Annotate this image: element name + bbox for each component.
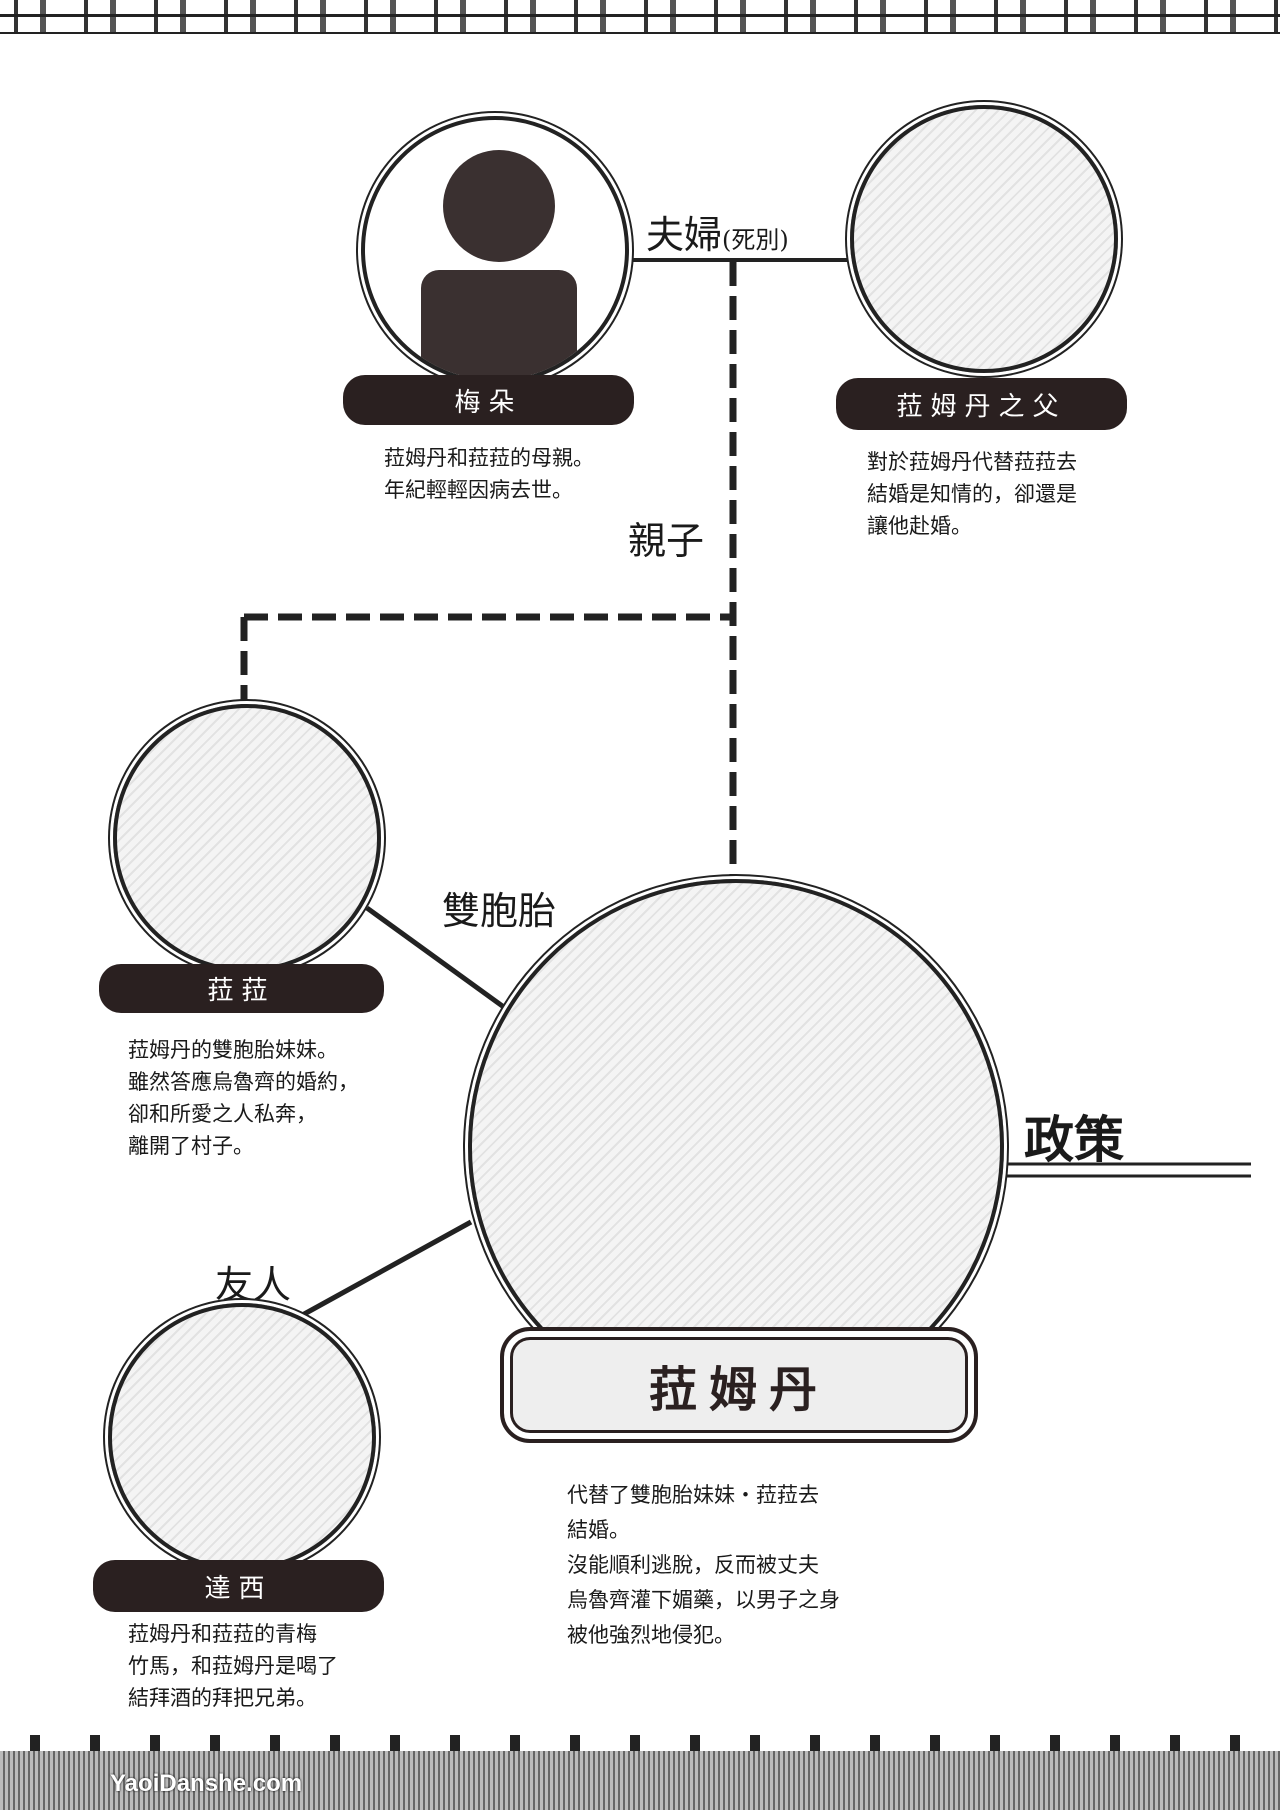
lamdan-description: 代替了雙胞胎妹妹・菈菈去 結婚。 沒能順利逃脫，反而被丈夫 烏魯齊灌下媚藥，以男… xyxy=(567,1483,840,1647)
lamdan-name-banner: 菈姆丹 xyxy=(500,1327,978,1443)
couple-text: 夫婦 xyxy=(646,213,723,257)
father-name-banner: 菈姆丹之父 xyxy=(836,378,1127,430)
twins-label: 雙胞胎 xyxy=(442,889,557,933)
lala-description: 菈姆丹的雙胞胎妹妹。 雖然答應烏魯齊的婚約， 卻和所愛之人私奔， 離開了村子。 xyxy=(128,1038,359,1158)
parent-child-label: 親子 xyxy=(628,519,705,563)
watermark: YaoiDanshe.com xyxy=(110,1770,303,1797)
decorative-top-border xyxy=(0,0,1280,34)
friend-label: 友人 xyxy=(215,1263,292,1307)
lamdan-portrait xyxy=(468,879,1004,1415)
daxi-description: 菈姆丹和菈菈的青梅 竹馬，和菈姆丹是喝了 結拜酒的拜把兄弟。 xyxy=(128,1622,338,1710)
silhouette-body-icon xyxy=(421,270,577,380)
lala-portrait xyxy=(113,704,381,972)
couple-note: (死別) xyxy=(722,226,789,254)
couple-label: 夫婦(死別) xyxy=(646,204,789,259)
twins-line xyxy=(365,905,514,1016)
daxi-name-banner: 達西 xyxy=(93,1560,384,1612)
decorative-bottom-border xyxy=(0,1735,1280,1810)
mother-name-banner: 梅朵 xyxy=(343,375,634,425)
mother-portrait xyxy=(361,116,629,384)
mother-description: 菈姆丹和菈菈的母親。 年紀輕輕因病去世。 xyxy=(384,446,594,502)
daxi-portrait xyxy=(108,1303,376,1571)
friend-line xyxy=(295,1219,473,1321)
policy-label: 政策 xyxy=(1024,1110,1124,1169)
lala-name-banner: 菈菈 xyxy=(99,964,384,1013)
father-description: 對於菈姆丹代替菈菈去 結婚是知情的，卻還是 讓他赴婚。 xyxy=(867,450,1077,538)
silhouette-head-icon xyxy=(443,150,555,262)
father-portrait xyxy=(850,105,1118,373)
